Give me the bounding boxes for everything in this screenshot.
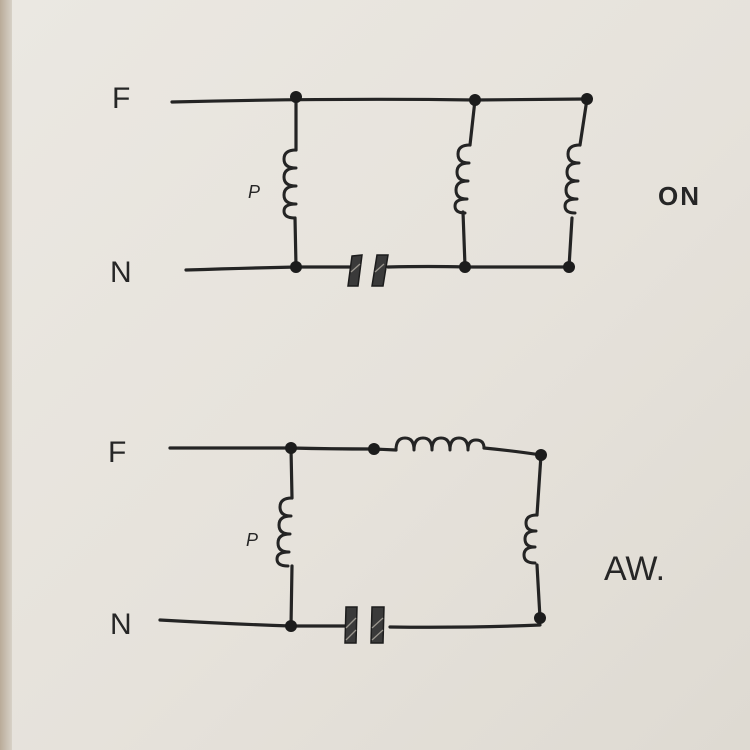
neutral-label-on: N bbox=[110, 256, 132, 289]
neutral-wire-left-aw bbox=[158, 618, 347, 628]
node-on-6 bbox=[563, 261, 575, 273]
coil-p-on bbox=[282, 148, 298, 220]
capacitor-on bbox=[347, 254, 389, 287]
diagram-aw: F N P AW. bbox=[108, 436, 665, 644]
line-wire-aw bbox=[168, 446, 398, 452]
neutral-wire-left-on bbox=[184, 265, 354, 272]
node-aw-1 bbox=[285, 442, 297, 454]
node-on-1 bbox=[290, 91, 302, 103]
line-wire-on bbox=[170, 97, 589, 104]
coil-series-aw bbox=[394, 436, 486, 452]
paper-edge bbox=[0, 0, 12, 750]
line-label-on: F bbox=[112, 82, 130, 115]
node-on-5 bbox=[459, 261, 471, 273]
state-label-on: ON bbox=[658, 181, 701, 211]
coil-right-aw bbox=[522, 513, 539, 565]
state-label-aw: AW. bbox=[604, 550, 665, 588]
branch-right-aw bbox=[535, 453, 543, 620]
branch-p-on bbox=[293, 95, 298, 268]
branch-2-on bbox=[461, 98, 477, 268]
winding-label-aw: P bbox=[246, 530, 258, 550]
node-on-3 bbox=[581, 93, 593, 105]
neutral-wire-right-aw bbox=[388, 623, 542, 629]
neutral-label-aw: N bbox=[110, 608, 132, 641]
line-wire-aw-2 bbox=[482, 446, 543, 457]
branch-3-on bbox=[567, 97, 589, 269]
node-on-4 bbox=[290, 261, 302, 273]
node-aw-3 bbox=[535, 449, 547, 461]
coil-3-on bbox=[563, 143, 582, 215]
coil-p-aw bbox=[275, 496, 294, 568]
diagram-on: F N P ON bbox=[110, 82, 701, 289]
line-label-aw: F bbox=[108, 436, 126, 469]
node-aw-4 bbox=[285, 620, 297, 632]
winding-label-on: P bbox=[248, 182, 260, 202]
neutral-wire-right-on bbox=[386, 264, 571, 269]
coil-2-on bbox=[453, 143, 472, 215]
node-on-2 bbox=[469, 94, 481, 106]
node-aw-2 bbox=[368, 443, 380, 455]
branch-p-aw bbox=[289, 446, 294, 628]
capacitor-aw bbox=[344, 606, 385, 644]
node-aw-5 bbox=[534, 612, 546, 624]
